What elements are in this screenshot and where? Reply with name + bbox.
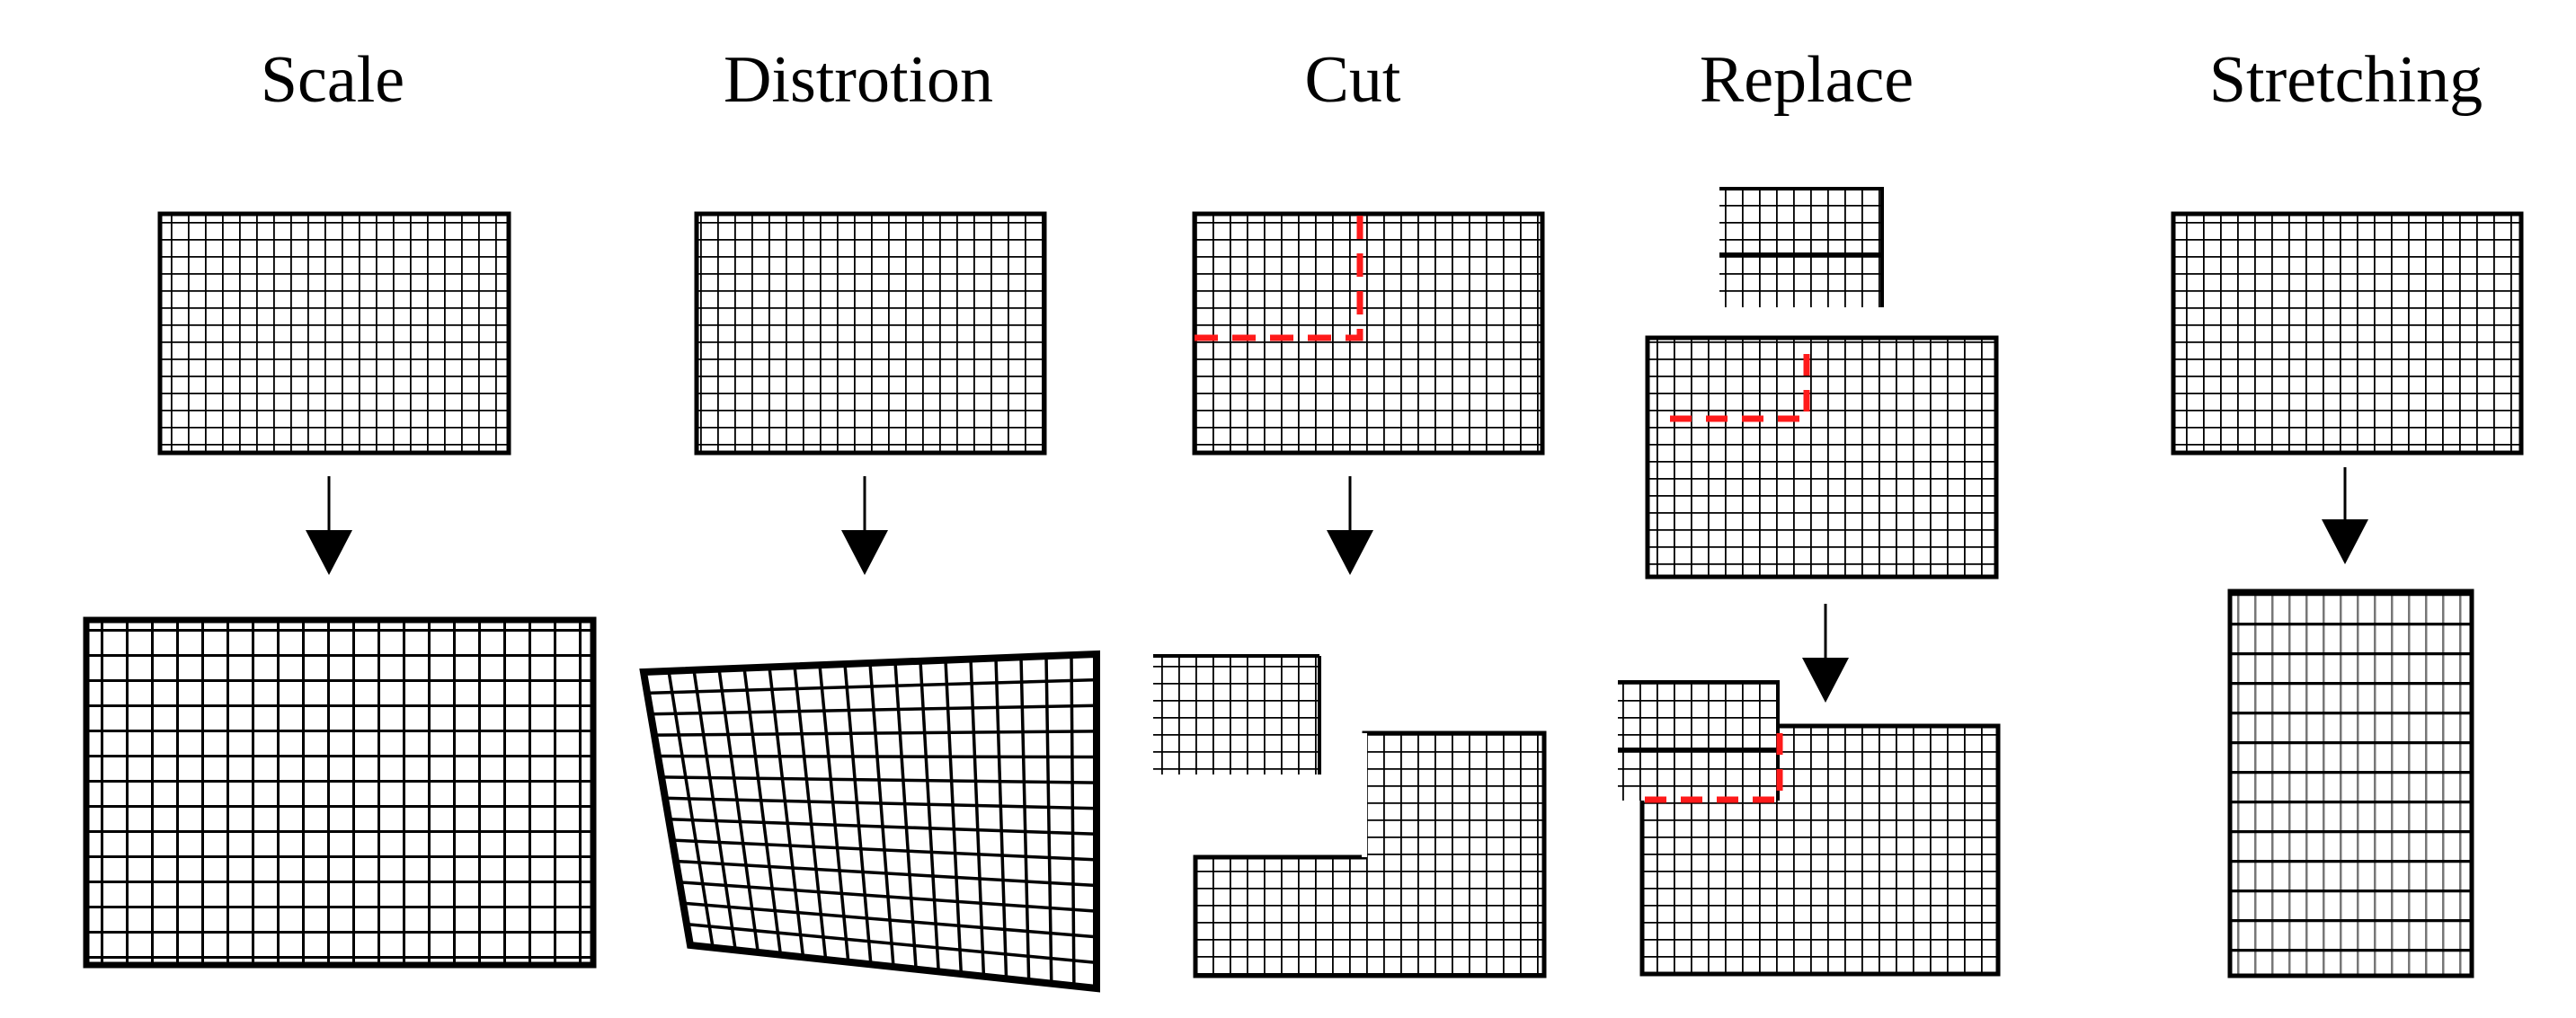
distortion-grid-line xyxy=(668,817,1097,837)
distortion-grid-line xyxy=(679,881,1097,913)
cut-line xyxy=(1195,214,1364,341)
distortion-grid-line xyxy=(768,667,805,958)
distortion-grid-line xyxy=(664,796,1097,810)
panel-title-replace: Replace xyxy=(1699,43,1914,117)
distortion-grid-line xyxy=(843,663,873,965)
distortion-grid-line xyxy=(650,704,1097,716)
distortion-grid-line xyxy=(653,730,1097,737)
distortion-grid-line xyxy=(692,669,737,951)
scale-output-grid xyxy=(83,616,597,969)
scale-source-grid xyxy=(157,211,511,456)
panel-title-cut: Cut xyxy=(1304,43,1401,117)
stretching-panel xyxy=(2171,211,2524,978)
distortion-grid-line xyxy=(1019,657,1031,982)
replace-patch-grid xyxy=(1719,187,1884,307)
distortion-source-grid xyxy=(694,211,1047,456)
distortion-grid-line xyxy=(1070,655,1076,987)
distortion-grid-line xyxy=(675,859,1097,888)
distortion-grid-line xyxy=(682,901,1097,939)
distortion-grid-line xyxy=(919,660,940,972)
panel-title-stretching: Stretching xyxy=(2208,43,2483,117)
scale-arrow-icon xyxy=(306,476,352,575)
stretching-arrow-icon xyxy=(2322,467,2368,564)
replace-arrow-icon xyxy=(1802,604,1849,703)
cut-panel xyxy=(1153,211,1547,978)
distortion-grid-line xyxy=(671,838,1097,862)
panel-title-distortion: Distrotion xyxy=(723,43,994,117)
replace-output-cut-line xyxy=(1645,726,1783,803)
cut-source-grid xyxy=(1192,211,1545,456)
distortion-grid-line xyxy=(667,670,715,948)
distortion-panel xyxy=(639,211,1100,993)
distortion-grid-line xyxy=(969,659,986,977)
scale-panel xyxy=(83,211,597,969)
distortion-grid-line xyxy=(661,775,1097,784)
cut-arrow-icon xyxy=(1327,476,1373,575)
replace-source-grid xyxy=(1645,335,1999,580)
distortion-grid-line xyxy=(868,662,895,968)
replace-cut-line xyxy=(1670,345,1810,422)
distortion-grid-line xyxy=(1044,656,1053,984)
distortion-grid-line xyxy=(793,666,828,960)
distortion-arrow-icon xyxy=(841,476,888,575)
distortion-grid-line xyxy=(646,677,1097,695)
stretching-output-grid xyxy=(2227,589,2474,978)
panel-title-scale: Scale xyxy=(260,43,405,117)
replace-panel xyxy=(1618,187,2001,977)
cut-detached-piece xyxy=(1153,654,1321,775)
distortion-grid-line xyxy=(742,668,783,955)
stretching-source-grid xyxy=(2171,211,2524,456)
replace-inserted-patch xyxy=(1618,680,1780,801)
distortion-grid-line xyxy=(944,659,964,975)
distortion-grid-line xyxy=(686,922,1097,965)
distortion-grid-line xyxy=(893,661,918,969)
distortion-outline xyxy=(639,650,1100,993)
distortion-grid-line xyxy=(818,665,850,962)
distortion-grid-line xyxy=(717,668,760,953)
distortion-output-grid xyxy=(639,650,1100,993)
distortion-grid-line xyxy=(994,658,1008,979)
